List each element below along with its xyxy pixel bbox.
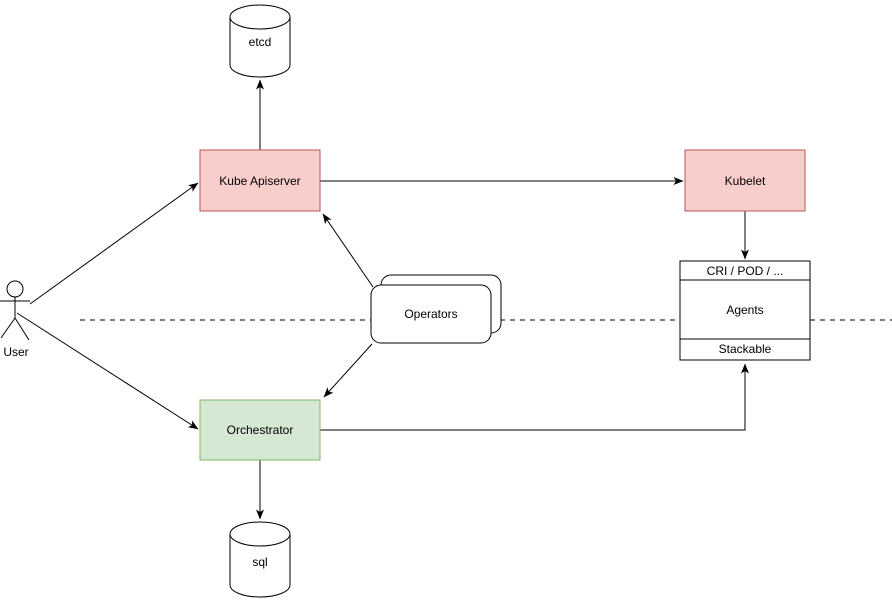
user-actor[interactable]: User: [0, 280, 30, 359]
edge-operators-to-kube-apiserver: [322, 213, 374, 288]
edge-user-to-orchestrator: [16, 312, 199, 430]
sql-node[interactable]: sql: [229, 521, 291, 598]
etcd-label: etcd: [249, 35, 272, 49]
kubelet-label: Kubelet: [725, 174, 766, 188]
edge-orchestrator-to-stackable: [320, 363, 749, 431]
kubelet-node[interactable]: Kubelet: [684, 149, 806, 212]
etcd-node[interactable]: etcd: [229, 4, 291, 78]
user-actor-left-leg: [0, 317, 16, 339]
orchestrator-box[interactable]: [199, 399, 321, 461]
user-actor-right-leg: [14, 317, 30, 341]
sql-cylinder-body[interactable]: [229, 534, 291, 598]
kubelet-box[interactable]: [684, 149, 806, 212]
operators-front-card[interactable]: [370, 284, 492, 344]
sql-label: sql: [252, 555, 267, 569]
orchestrator-label: Orchestrator: [227, 423, 294, 437]
cri-pod-label: CRI / POD / ...: [707, 264, 784, 278]
user-actor-head: [6, 280, 24, 298]
agent-stack-box[interactable]: [679, 260, 811, 361]
edge-user-to-kube-apiserver: [29, 182, 199, 305]
agent-stack-node[interactable]: CRI / POD / ... Agents Stackable: [679, 260, 811, 361]
user-label: User: [3, 345, 28, 359]
edges: [16, 79, 749, 520]
kube-apiserver-label: Kube Apiserver: [219, 174, 300, 188]
operators-node[interactable]: Operators: [370, 274, 502, 344]
edge-operators-to-orchestrator: [323, 343, 373, 398]
stackable-label: Stackable: [719, 342, 772, 356]
etcd-cylinder-body[interactable]: [229, 17, 291, 78]
etcd-cylinder-top[interactable]: [229, 4, 291, 30]
agents-label: Agents: [726, 303, 763, 317]
operators-label: Operators: [404, 307, 457, 321]
kube-apiserver-box[interactable]: [199, 149, 321, 212]
orchestrator-node[interactable]: Orchestrator: [199, 399, 321, 461]
sql-cylinder-top[interactable]: [229, 521, 291, 547]
kube-apiserver-node[interactable]: Kube Apiserver: [199, 149, 321, 212]
